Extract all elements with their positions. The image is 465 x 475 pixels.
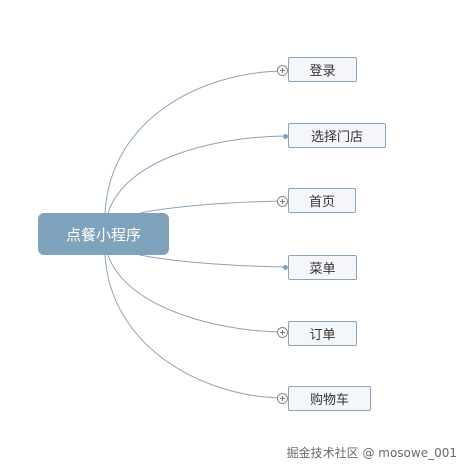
branch-cart[interactable]: 购物车 [288,386,371,411]
connector-menu [139,254,286,268]
branch-dot-icon [283,265,288,270]
branch-menu[interactable]: 菜单 [288,255,357,280]
expand-plus-icon[interactable] [277,393,288,404]
branch-dot-icon [283,134,288,139]
expand-plus-icon[interactable] [277,65,288,76]
branch-select-store[interactable]: 选择门店 [288,123,386,148]
expand-plus-icon[interactable] [277,327,288,338]
connector-select-store [107,135,286,214]
connector-order [107,254,284,333]
branch-home[interactable]: 首页 [288,188,356,213]
branch-login[interactable]: 登录 [288,57,357,82]
connector-home [139,200,284,214]
expand-plus-icon[interactable] [277,196,288,207]
connector-login [104,70,284,214]
root-node[interactable]: 点餐小程序 [38,213,169,255]
branch-order[interactable]: 订单 [288,321,357,346]
connector-cart [104,254,284,399]
watermark: 掘金技术社区 @ mosowe_001 [286,446,457,460]
